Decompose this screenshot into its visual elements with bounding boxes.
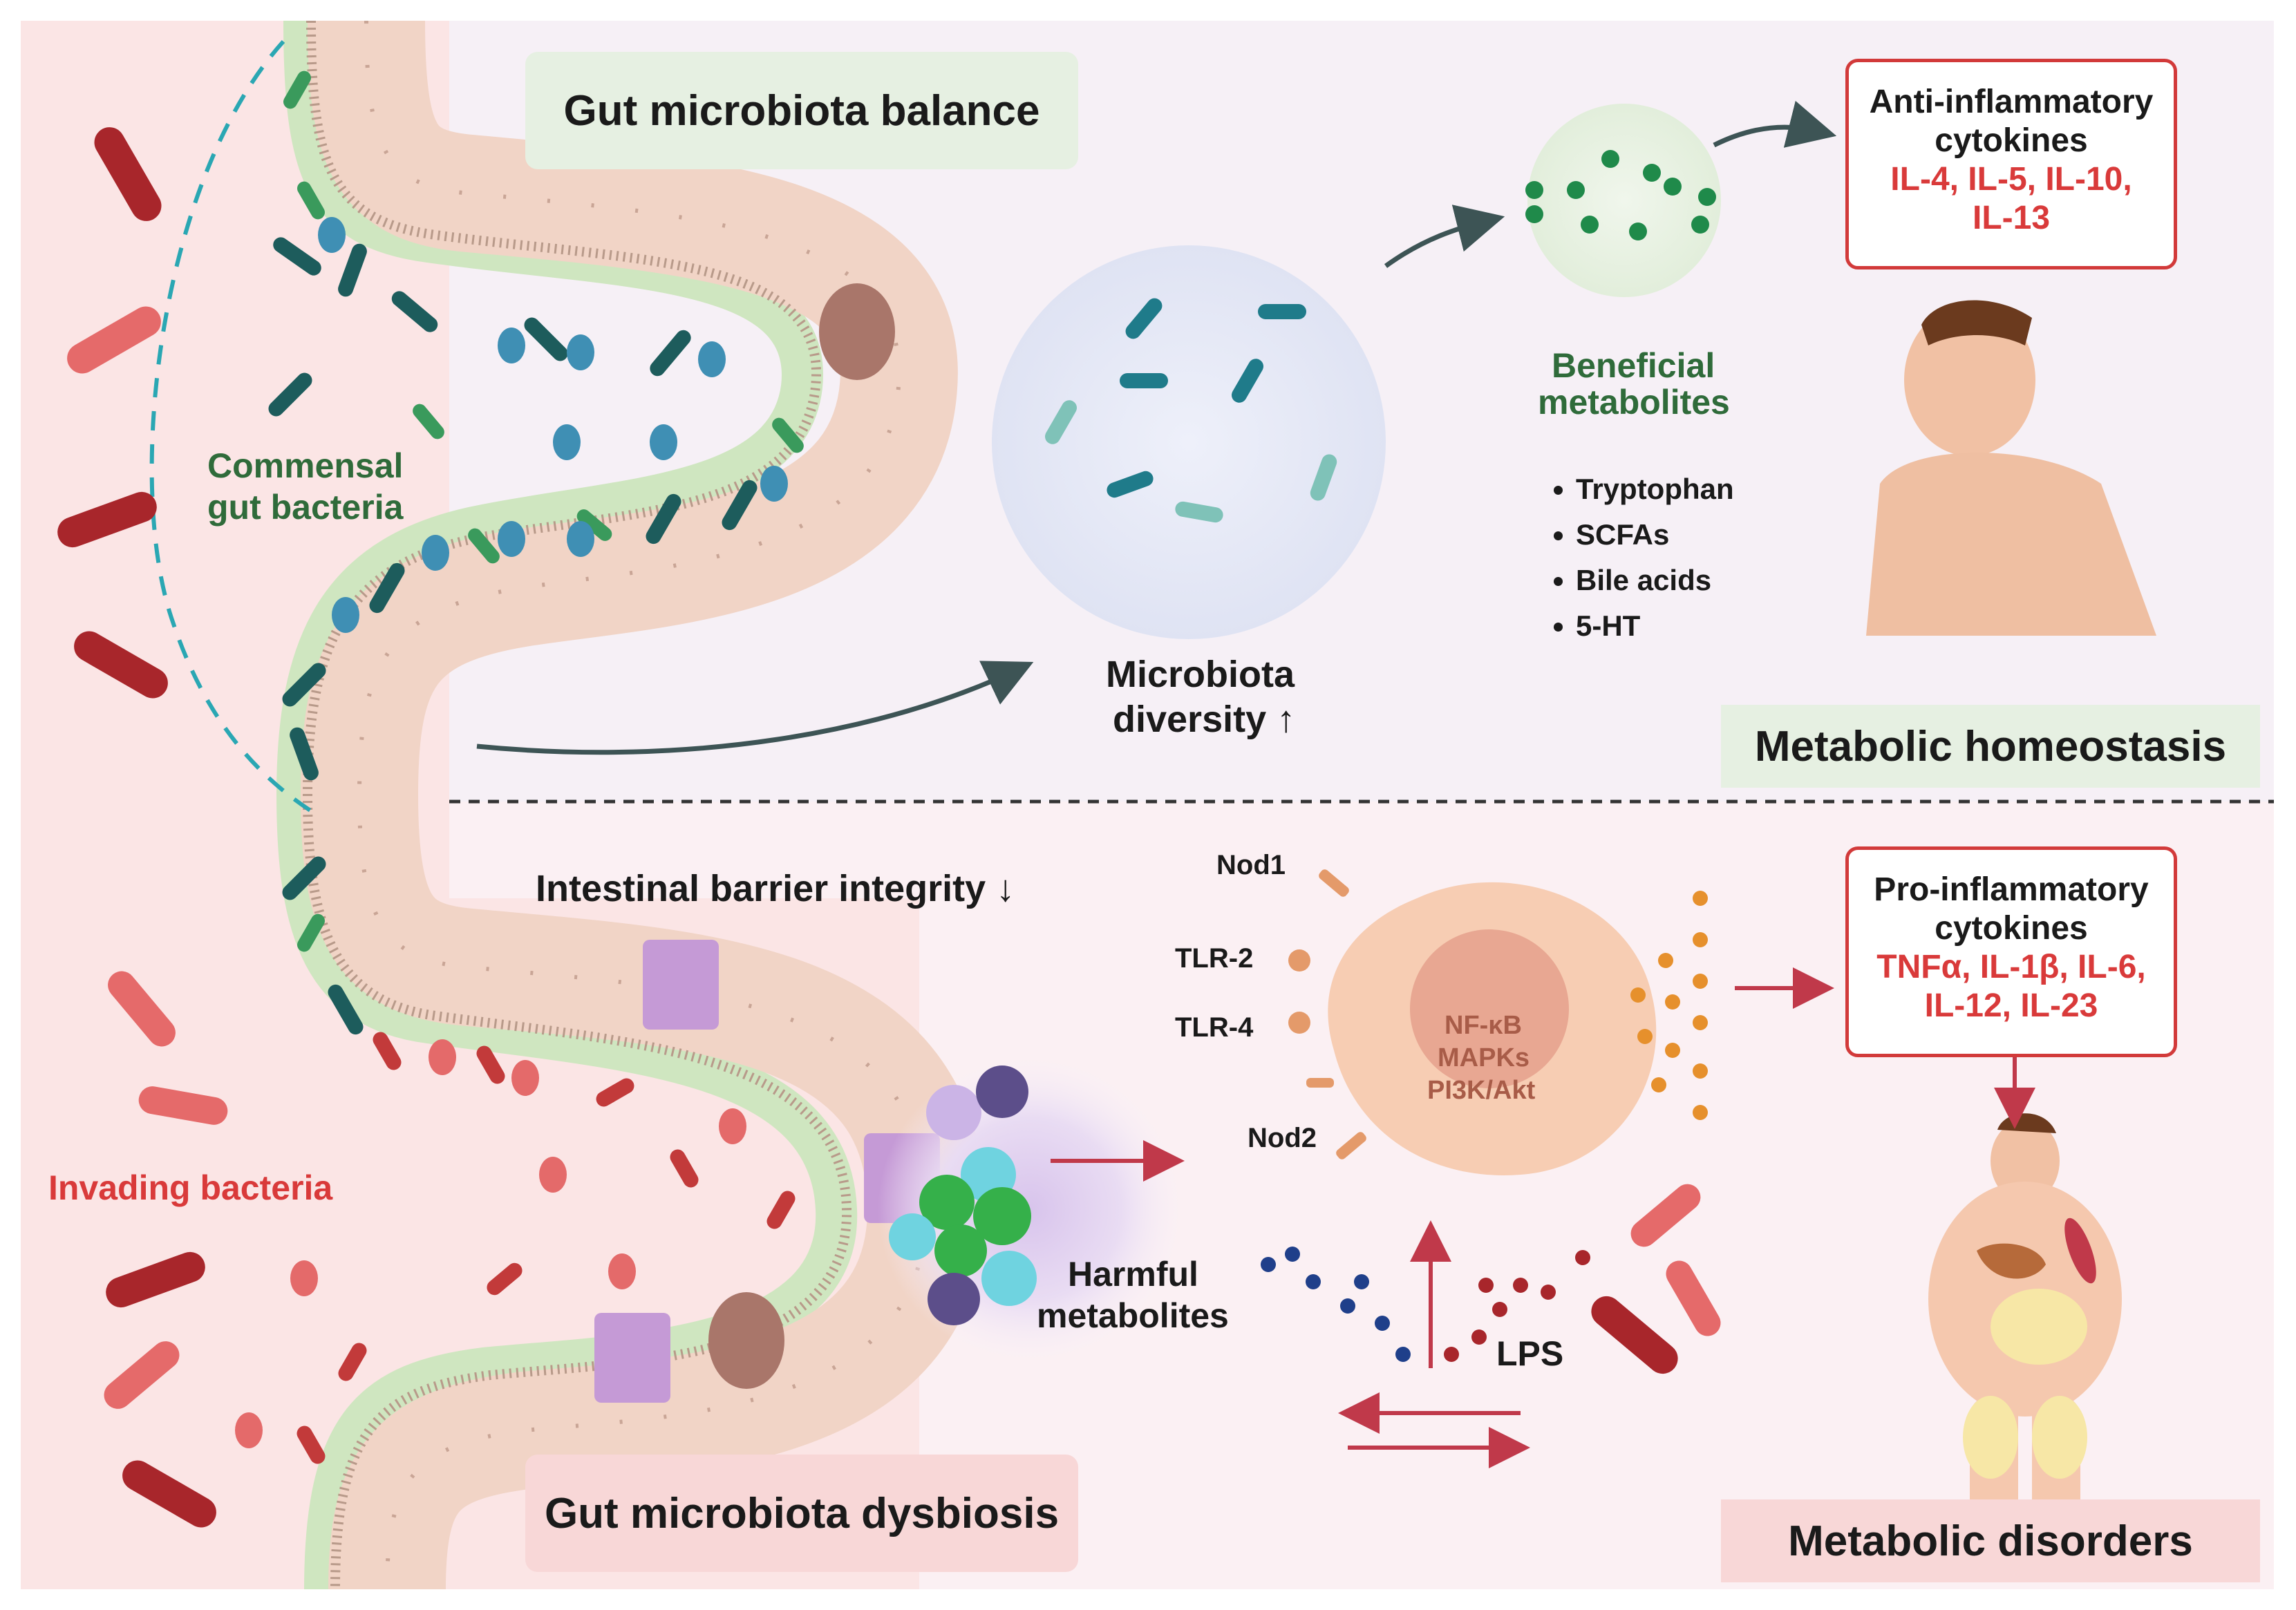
commensal-label-line1: Commensal	[207, 446, 404, 485]
list-item: Tryptophan	[1576, 466, 1734, 512]
receptor-nod1-label: Nod1	[1216, 850, 1286, 880]
receptor-nod2-label: Nod2	[1248, 1123, 1317, 1153]
gut-microbiota-balance-box: Gut microbiota balance	[525, 52, 1078, 169]
list-item: Bile acids	[1576, 558, 1734, 603]
beneficial-metabolite-dots	[1525, 150, 1716, 240]
pathway-mapks: MAPKs	[1438, 1043, 1530, 1072]
pro-inflammatory-cytokine-list-2: IL-12, IL-23	[1924, 987, 2098, 1024]
microbiota-diversity-line1: Microbiota	[1106, 654, 1295, 695]
harmful-metabolites-line1: Harmful	[1068, 1255, 1198, 1294]
pathway-pi3k-akt: PI3K/Akt	[1427, 1076, 1536, 1105]
pro-inflammatory-cytokines-box: Pro-inflammatory cytokines TNFα, IL-1β, …	[1845, 846, 2177, 1057]
immune-cells	[889, 1066, 1037, 1325]
commensal-cocci	[318, 217, 788, 633]
anti-inflammatory-cytokines-box: Anti-inflammatory cytokines IL-4, IL-5, …	[1845, 59, 2177, 269]
beneficial-metabolites-line1: Beneficial	[1552, 346, 1715, 385]
pro-inflammatory-line1: Pro-inflammatory	[1874, 871, 2149, 908]
invading-bacteria-label: Invading bacteria	[48, 1168, 333, 1207]
diverse-microbes-light	[1045, 400, 1337, 523]
metabolic-homeostasis-label: Metabolic homeostasis	[1754, 722, 2227, 770]
list-item: SCFAs	[1576, 512, 1734, 558]
goblet-cell-bottom	[708, 1292, 784, 1389]
microbiota-diversity-line2: diversity ↑	[1113, 699, 1296, 740]
list-item: 5-HT	[1576, 603, 1734, 649]
pro-inflammatory-cytokine-list-1: TNFα, IL-1β, IL-6,	[1876, 949, 2146, 985]
goblet-cell-top	[819, 283, 895, 380]
lumen-mixed-bacteria	[297, 1032, 796, 1464]
invading-bacteria	[57, 127, 1678, 1528]
anti-inflammatory-line1: Anti-inflammatory	[1869, 84, 2154, 120]
commensal-bacteria	[268, 237, 758, 1035]
beneficial-metabolites-list: Tryptophan SCFAs Bile acids 5-HT	[1541, 466, 1734, 649]
pathway-nfkb: NF-κB	[1445, 1011, 1522, 1040]
damaged-cell-3	[594, 1313, 670, 1403]
cell-nucleus	[1410, 929, 1569, 1088]
receptor-tlr4-label: TLR-4	[1175, 1012, 1254, 1043]
barrier-integrity-label: Intestinal barrier integrity ↓	[536, 868, 1015, 909]
lps-label: LPS	[1496, 1334, 1564, 1373]
receptor-tlr2-label: TLR-2	[1175, 943, 1254, 974]
lps-dots	[1444, 1250, 1590, 1362]
metabolic-disorders-label: Metabolic disorders	[1788, 1517, 2193, 1565]
arrow-metabolites-to-cytokines	[1713, 100, 1837, 148]
intestinal-epithelium	[300, 20, 986, 1590]
lumen-red-cocci	[235, 1039, 746, 1448]
beneficial-metabolites-circle	[1527, 104, 1721, 297]
gut-microbiota-dysbiosis-title: Gut microbiota dysbiosis	[544, 1489, 1060, 1537]
invading-bacteria-light	[67, 306, 1721, 1409]
beneficial-metabolites-line2: metabolites	[1538, 383, 1730, 422]
diverse-microbes	[1107, 298, 1306, 498]
cytokine-release-dots	[1630, 891, 1708, 1120]
damaged-cell-1	[643, 940, 719, 1030]
gut-microbiota-dysbiosis-box: Gut microbiota dysbiosis	[525, 1455, 1078, 1572]
brush-border	[302, 20, 852, 1590]
anti-inflammatory-line2: cytokines	[1935, 122, 2088, 159]
metabolic-disorders-box: Metabolic disorders	[1721, 1499, 2260, 1582]
microbiota-diversity-circle	[992, 245, 1386, 639]
pro-inflammatory-line2: cytokines	[1935, 910, 2088, 947]
harmful-metabolite-dots	[1261, 1247, 1411, 1362]
arrow-gut-to-diversity	[476, 661, 1034, 755]
commensal-label-line2: gut bacteria	[207, 488, 404, 527]
metabolic-homeostasis-box: Metabolic homeostasis	[1721, 705, 2260, 788]
healthy-human-figure	[1866, 300, 2156, 636]
anti-inflammatory-cytokine-list-2: IL-13	[1972, 200, 2051, 236]
arrow-diversity-to-metabolites	[1384, 205, 1505, 268]
harmful-metabolites-line2: metabolites	[1037, 1296, 1229, 1335]
gut-microbiota-balance-title: Gut microbiota balance	[563, 86, 1040, 135]
receptor-markers	[1288, 869, 1366, 1159]
commensal-bacteria-light	[283, 70, 804, 952]
anti-inflammatory-cytokine-list-1: IL-4, IL-5, IL-10,	[1890, 161, 2132, 198]
commensal-dashed-arc	[149, 39, 319, 817]
